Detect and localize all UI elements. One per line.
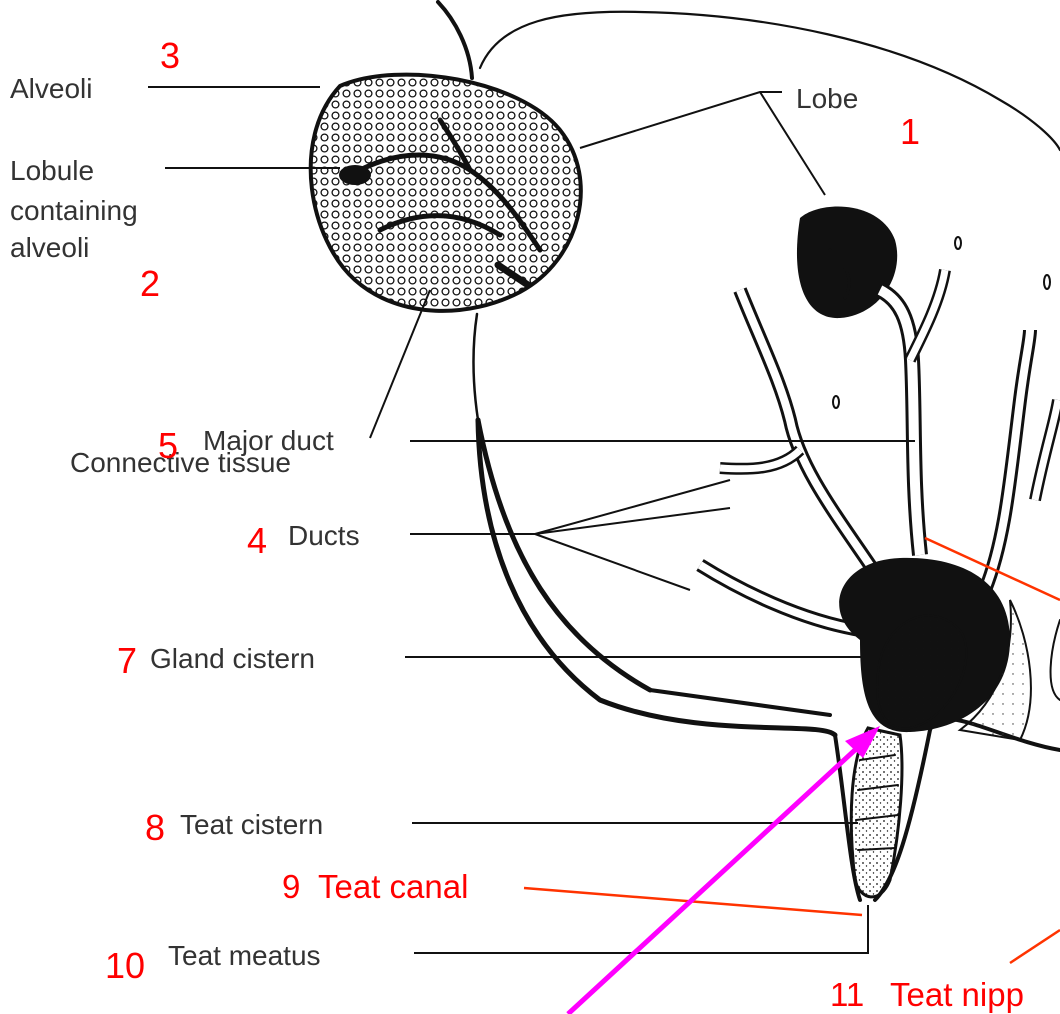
label-lobule-line2: containing	[10, 195, 138, 226]
num-teat-nipple: 11	[830, 976, 864, 1013]
label-teat-nipple: Teat nipp	[890, 976, 1024, 1013]
label-teat-meatus: Teat meatus	[168, 940, 321, 971]
label-alveoli: Alveoli	[10, 73, 92, 104]
ducts-leader	[410, 480, 730, 590]
enlarged-lobe	[311, 2, 581, 420]
num-ducts: 4	[247, 520, 267, 561]
label-lobule-line3: alveoli	[10, 232, 89, 263]
label-major-duct: Major duct	[203, 425, 334, 456]
gland-cistern	[839, 558, 1031, 740]
num-lobe: 1	[900, 111, 920, 152]
label-lobule-line1: Lobule	[10, 155, 94, 186]
label-gland-cistern: Gland cistern	[150, 643, 315, 674]
label-teat-cistern: Teat cistern	[180, 809, 323, 840]
num-major-duct: 5	[158, 425, 178, 466]
num-gland-cistern: 7	[117, 640, 137, 681]
teat-nipple-leader	[1010, 930, 1060, 963]
num-teat-canal: 9	[282, 868, 300, 905]
label-ducts: Ducts	[288, 520, 360, 551]
small-lobe	[797, 206, 897, 318]
num-lobule: 2	[140, 263, 160, 304]
num-teat-meatus: 10	[105, 945, 145, 986]
magenta-arrow	[568, 726, 880, 1014]
lobe-leader	[580, 92, 825, 195]
num-alveoli: 3	[160, 35, 180, 76]
connective-leader	[370, 290, 430, 438]
label-lobe: Lobe	[796, 83, 858, 114]
num-teat-cistern: 8	[145, 807, 165, 848]
label-teat-canal: Teat canal	[318, 868, 468, 905]
